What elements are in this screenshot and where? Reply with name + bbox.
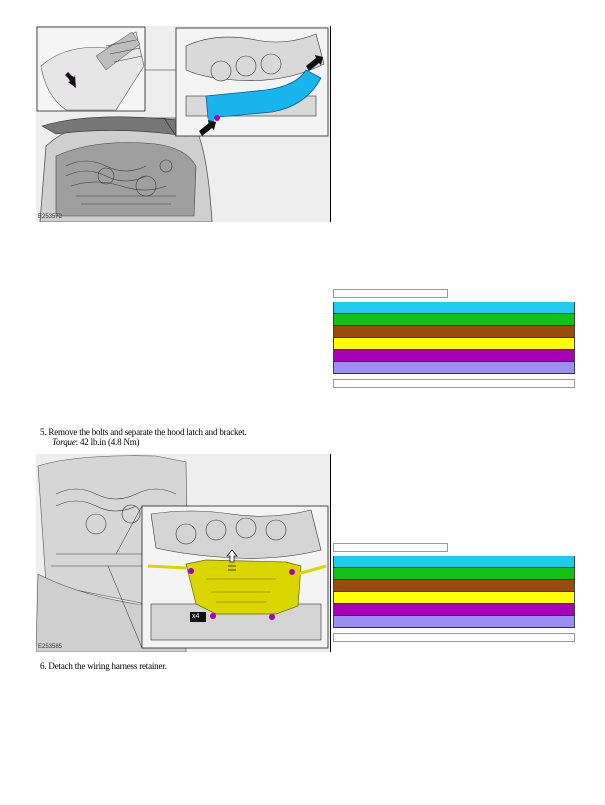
color-legend-1 bbox=[333, 289, 575, 388]
column-divider-2 bbox=[330, 454, 331, 652]
figure-2-code: E253585 bbox=[38, 644, 63, 650]
legend-bar-green bbox=[333, 314, 575, 326]
legend-footer-box bbox=[333, 633, 575, 642]
step-6-text: Detach the wiring harness retainer. bbox=[48, 661, 167, 671]
legend-bar-yellow bbox=[333, 592, 575, 604]
figure-2-callout: x4 bbox=[192, 613, 200, 620]
legend-bar-cyan bbox=[333, 556, 575, 568]
engine-bay-drawing-2 bbox=[36, 454, 330, 652]
legend-bar-green bbox=[333, 568, 575, 580]
step-6: 6. Detach the wiring harness retainer. bbox=[40, 661, 167, 671]
legend-bar-lavender bbox=[333, 362, 575, 374]
step-5-torque: Torque: 42 lb.in (4.8 Nm) bbox=[52, 437, 246, 447]
legend-header-box bbox=[333, 543, 448, 552]
legend-bar-brown bbox=[333, 326, 575, 338]
figure-1-illustration: E253572 bbox=[36, 26, 330, 222]
torque-label: Torque bbox=[52, 437, 76, 447]
legend-bar-lavender bbox=[333, 616, 575, 628]
legend-bar-purple bbox=[333, 350, 575, 362]
step-5-number: 5. bbox=[40, 427, 47, 437]
legend-bar-cyan bbox=[333, 302, 575, 314]
column-divider-1 bbox=[330, 26, 331, 222]
step-5-text: Remove the bolts and separate the hood l… bbox=[48, 427, 247, 437]
color-legend-2 bbox=[333, 543, 575, 642]
figure-2-illustration: x4 E253585 bbox=[36, 454, 330, 652]
legend-bar-yellow bbox=[333, 338, 575, 350]
step-6-number: 6. bbox=[40, 661, 47, 671]
engine-bay-drawing-1 bbox=[36, 26, 330, 222]
figure-1-code: E253572 bbox=[38, 214, 63, 220]
legend-bar-purple bbox=[333, 604, 575, 616]
legend-footer-box bbox=[333, 379, 575, 388]
legend-header-box bbox=[333, 289, 448, 298]
legend-bar-brown bbox=[333, 580, 575, 592]
torque-value: : 42 lb.in (4.8 Nm) bbox=[75, 437, 140, 447]
step-5: 5. Remove the bolts and separate the hoo… bbox=[40, 427, 247, 447]
